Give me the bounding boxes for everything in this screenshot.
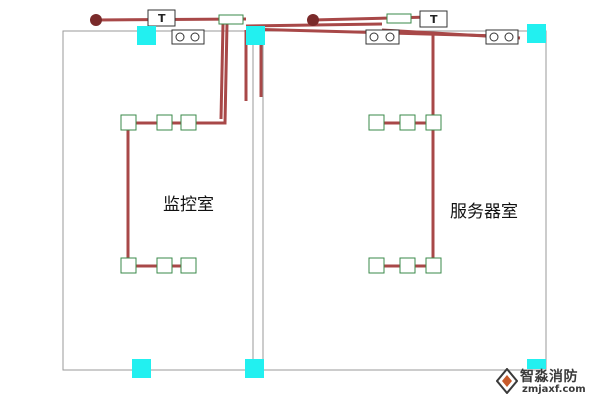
nozzle xyxy=(120,257,137,274)
watermark: 智淼消防 zmjaxf.com xyxy=(494,366,606,398)
supply-point-left xyxy=(90,14,102,26)
nozzle xyxy=(180,114,197,131)
branch-server xyxy=(378,32,435,268)
cyan-marker xyxy=(132,359,151,378)
nozzle xyxy=(425,257,442,274)
supply-pipe-right xyxy=(312,15,431,22)
valve-right xyxy=(386,13,412,24)
detector-left xyxy=(171,29,205,45)
nozzle xyxy=(368,257,385,274)
server-room-label: 服务器室 xyxy=(450,202,518,222)
watermark-name: 智淼消防 xyxy=(520,369,578,385)
cyan-marker xyxy=(245,359,264,378)
room-walls xyxy=(62,30,547,371)
thermostat-right-label: T xyxy=(430,13,438,26)
thermostat-right: T xyxy=(419,10,448,28)
branch-monitor-top-2 xyxy=(219,23,225,120)
monitor-room-label: 监控室 xyxy=(163,195,214,215)
cyan-marker xyxy=(527,24,546,43)
cyan-markers xyxy=(132,24,546,378)
cyan-marker xyxy=(527,359,546,369)
nozzle xyxy=(425,114,442,131)
nozzle xyxy=(156,114,173,131)
nozzles-server-room xyxy=(368,114,442,274)
pipe-network xyxy=(95,15,521,268)
cyan-marker xyxy=(246,26,265,45)
server-room-wall xyxy=(262,30,547,371)
watermark-url: zmjaxf.com xyxy=(522,384,586,395)
nozzle xyxy=(399,114,416,131)
thermostat-left: T xyxy=(147,9,176,27)
brand-logo-icon xyxy=(496,368,518,394)
thermostat-left-label: T xyxy=(158,12,166,25)
nozzle xyxy=(368,114,385,131)
nozzles-monitor-room xyxy=(120,114,197,274)
nozzle xyxy=(180,257,197,274)
nozzle xyxy=(399,257,416,274)
detector-right xyxy=(485,29,519,45)
detector-mid xyxy=(365,29,400,45)
valve-left xyxy=(218,14,244,25)
cyan-marker xyxy=(137,26,156,45)
supply-point-right xyxy=(307,14,319,26)
nozzle xyxy=(156,257,173,274)
branch-monitor-top xyxy=(126,23,229,268)
nozzle xyxy=(120,114,137,131)
